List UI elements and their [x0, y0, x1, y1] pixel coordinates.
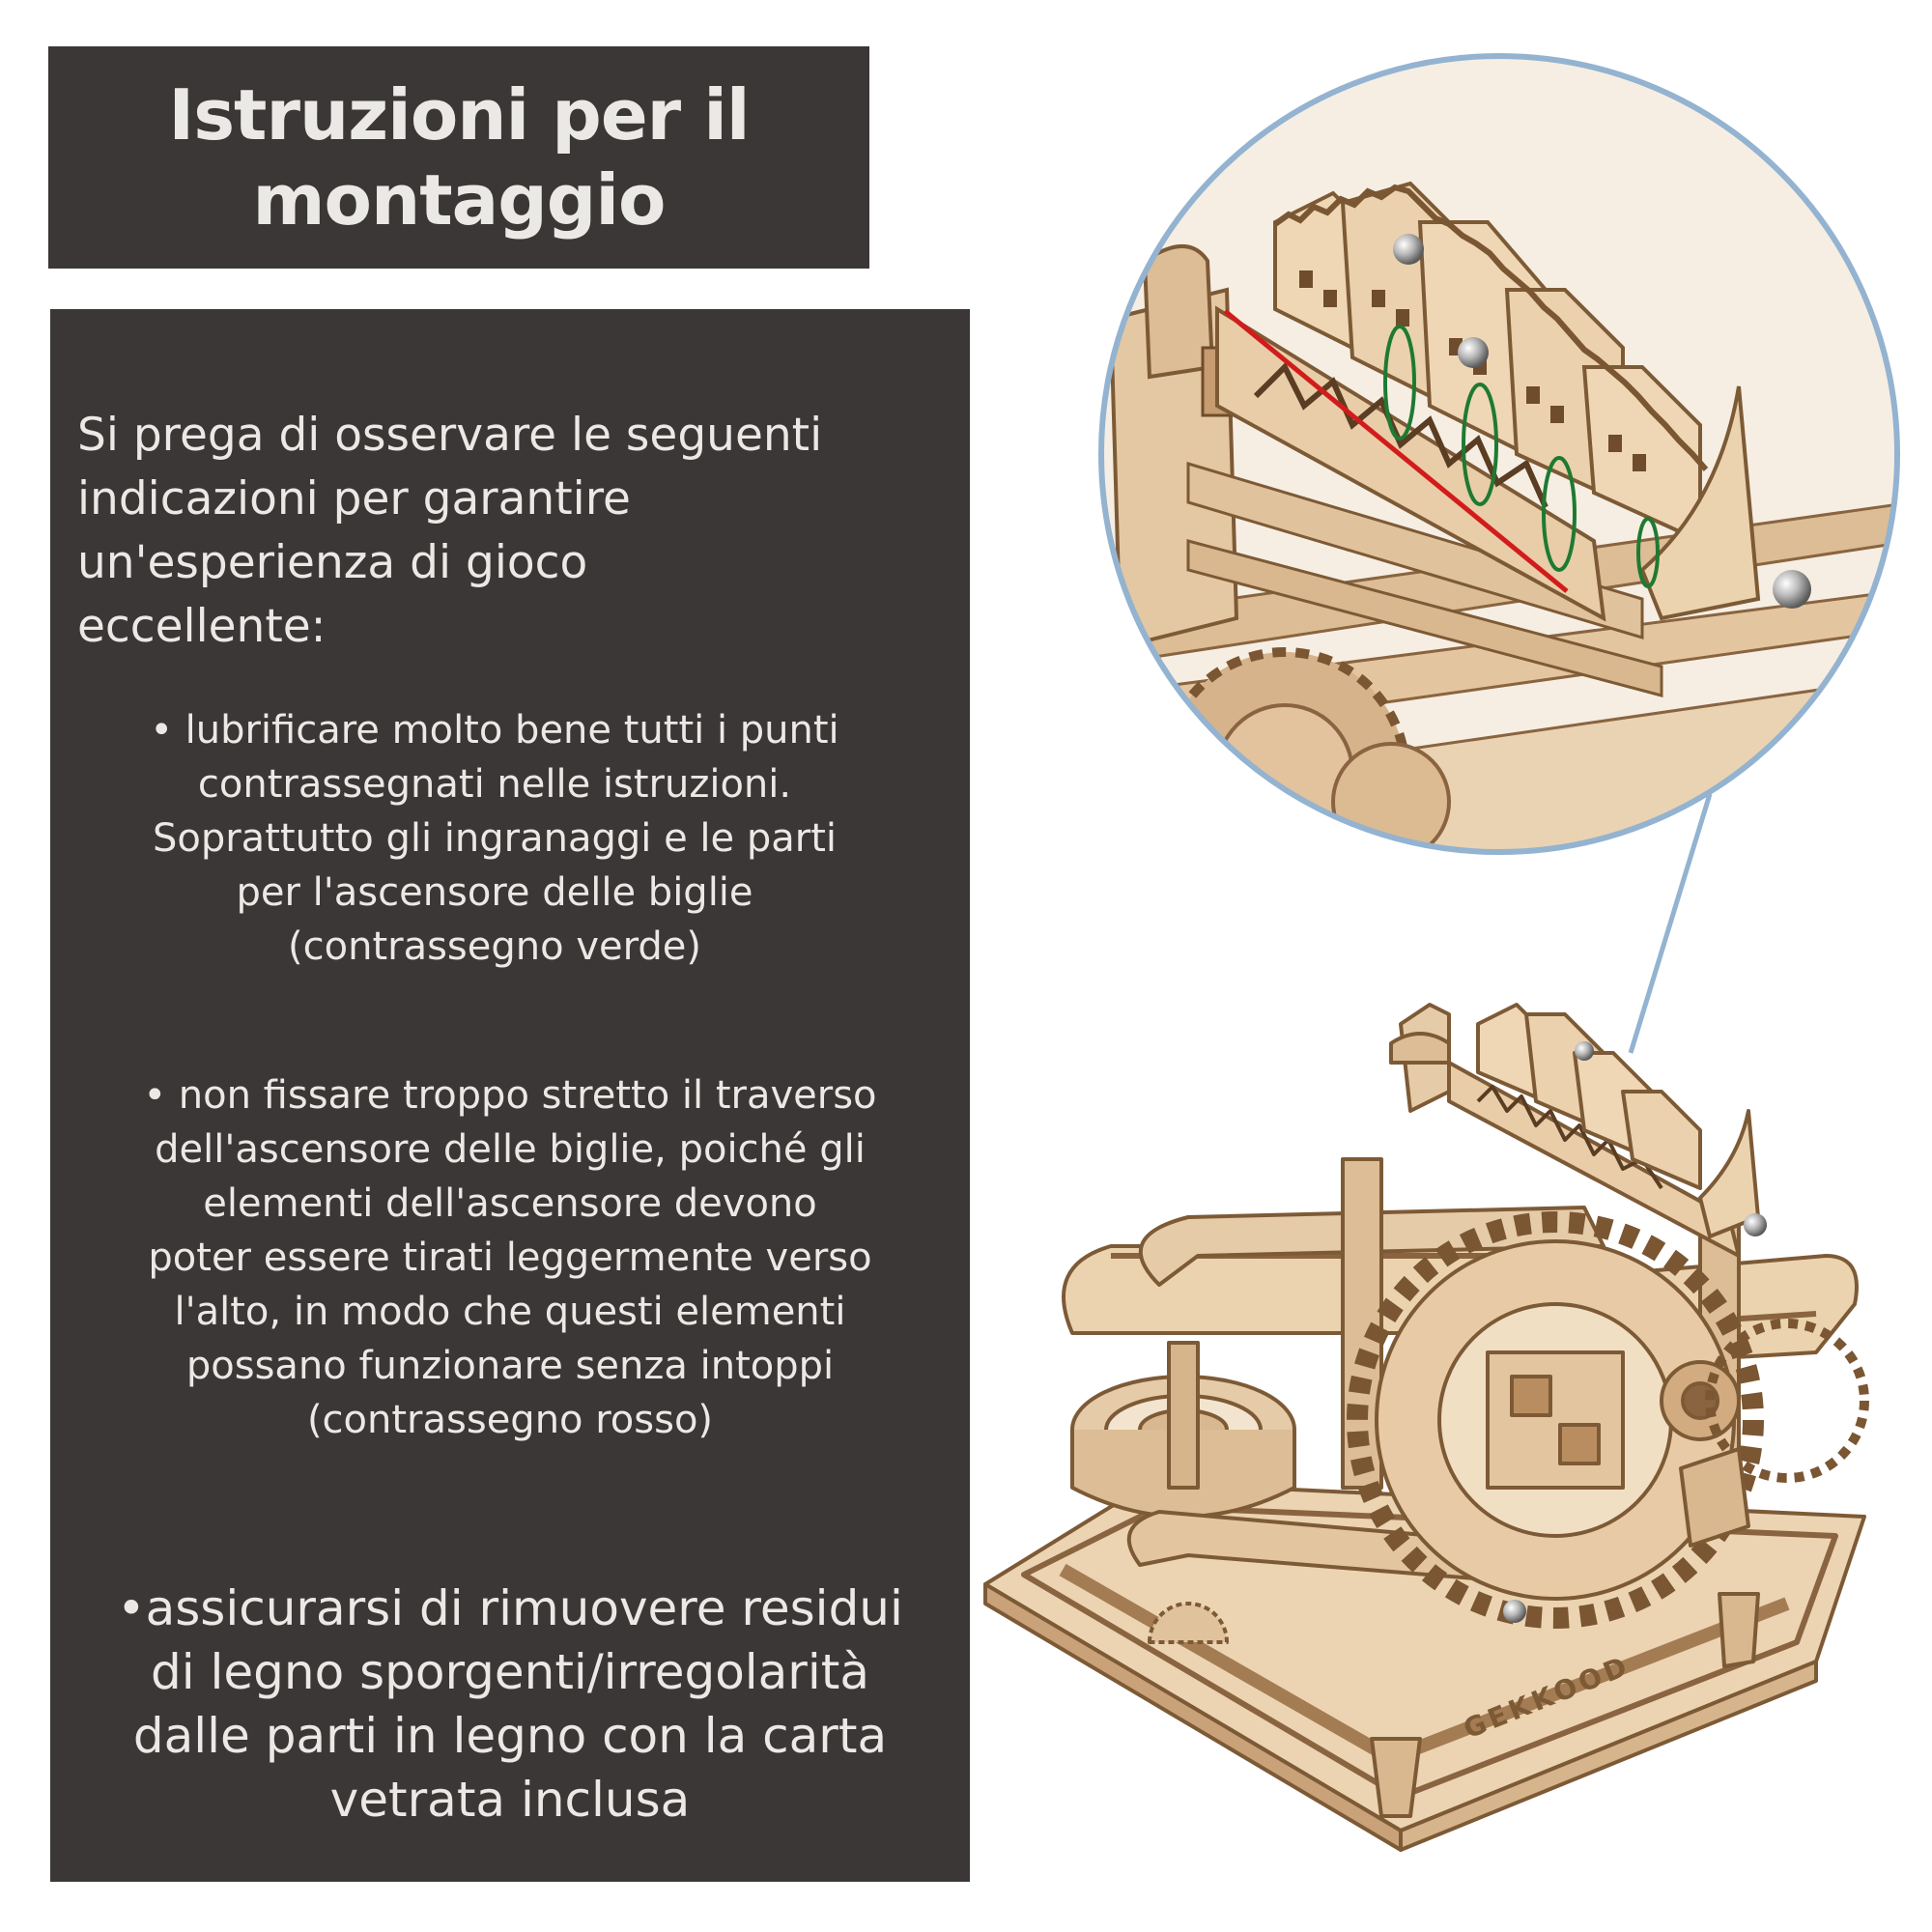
bullet-line: di legno sporgenti/irregolarità	[150, 1644, 870, 1700]
page-title: Istruzioni per il montaggio	[168, 72, 750, 242]
green-marker	[1383, 325, 1416, 440]
green-marker	[1636, 517, 1660, 588]
bullet-line: elementi dell'ascensore devono	[203, 1181, 817, 1226]
red-marker-line	[1223, 309, 1569, 593]
bullet-line: contrassegnati nelle istruzioni.	[197, 762, 792, 807]
callout-connector	[1628, 793, 1713, 1054]
bullet-line: (contrassegno rosso)	[306, 1398, 714, 1442]
bullet-line: • non fissare troppo stretto il traverso	[143, 1073, 877, 1118]
title-line-2: montaggio	[252, 159, 667, 241]
intro-line: un'esperienza di gioco	[77, 536, 588, 589]
bullet-line: dell'ascensore delle biglie, poiché gli	[155, 1127, 866, 1172]
gear	[1347, 1211, 1764, 1629]
title-line-1: Istruzioni per il	[168, 74, 750, 156]
marble-run-model	[983, 1003, 1869, 1852]
bullet-crossbar: • non fissare troppo stretto il traverso…	[70, 1068, 951, 1447]
zoom-detail-photo	[1098, 53, 1900, 855]
instructions-panel: Si prega di osservare le seguenti indica…	[50, 309, 970, 1882]
bullet-line: (contrassegno verde)	[288, 924, 701, 969]
bullet-line: l'alto, in modo che questi elementi	[174, 1290, 846, 1334]
intro-line: eccellente:	[77, 600, 327, 653]
bullet-line: dalle parti in legno con la carta	[132, 1708, 888, 1764]
intro-paragraph: Si prega di osservare le seguenti indica…	[77, 404, 966, 659]
bullet-line: possano funzionare senza intoppi	[185, 1344, 835, 1388]
bullet-line: Soprattutto gli ingranaggi e le parti	[152, 816, 837, 861]
bullet-line: •assicurarsi di rimuovere residui	[117, 1580, 903, 1636]
bullet-line: per l'ascensore delle biglie	[236, 870, 753, 915]
intro-line: Si prega di osservare le seguenti	[77, 409, 823, 462]
green-marker	[1542, 456, 1577, 572]
bullet-line: vetrata inclusa	[329, 1772, 691, 1828]
bullet-lubricate: • lubrificare molto bene tutti i punti c…	[70, 703, 920, 974]
bullet-line: • lubrificare molto bene tutti i punti	[150, 708, 839, 753]
bullet-sandpaper: •assicurarsi di rimuovere residui di leg…	[70, 1577, 951, 1832]
callout-circle	[1098, 53, 1900, 855]
title-banner: Istruzioni per il montaggio	[48, 46, 869, 269]
intro-line: indicazioni per garantire	[77, 472, 631, 526]
green-marker	[1462, 383, 1498, 506]
bullet-line: poter essere tirati leggermente verso	[148, 1236, 872, 1280]
